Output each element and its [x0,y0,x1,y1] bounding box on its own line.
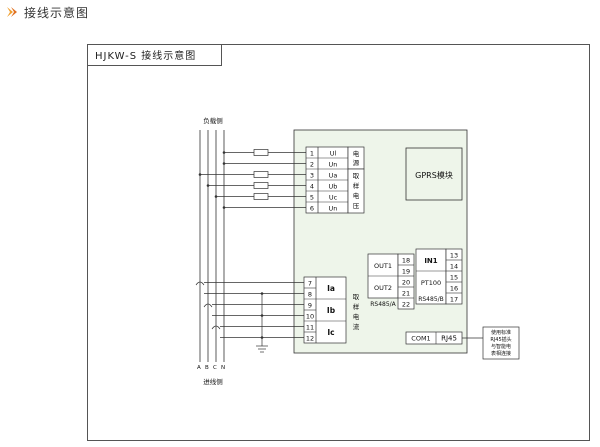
diagram-frame [87,44,590,441]
page-header: 接线示意图 [6,3,89,21]
rj45-label: RJ45 [441,335,457,343]
terminal-signal: Un [329,205,338,213]
diagram-title: HJKW-S 接线示意图 [87,44,222,66]
phase-label-n: N [221,365,225,371]
terminal-signal: Ib [327,306,336,315]
ct-coil-icon [203,303,213,308]
terminal-number: 7 [308,280,312,288]
ct-coil-icon [211,325,221,330]
rs485b-label: RS485/B [418,296,444,303]
terminal-number: 10 [306,313,314,321]
terminal-number: 3 [310,172,314,180]
fuse-icon [253,171,269,178]
voltage-label-char: 取 [353,172,360,180]
current-label-char: 电 [353,312,360,321]
terminal-number: 9 [308,302,312,310]
terminal-number: 6 [310,205,314,213]
terminal-number: 12 [306,335,314,343]
current-label-char: 流 [353,322,360,331]
terminal-signal: Un [329,161,338,169]
terminal-number: 15 [450,274,458,282]
terminal-number: 14 [450,263,458,271]
terminal-number: 19 [402,268,410,276]
output-terminal-labels: OUT1 OUT2 RS485/A 18 19 20 21 22 [370,257,410,309]
terminal-number: 18 [402,257,410,265]
ct-coil-icon [195,281,205,286]
power-label-char: 源 [353,158,360,167]
voltage-label-char: 压 [353,202,360,210]
current-label-char: 样 [353,302,360,311]
terminal-number: 21 [402,290,410,298]
voltage-label-char: 电 [353,191,360,200]
voltage-terminal-labels: 1 Ul 2 Un 3 Ua 4 Ub 5 Uc 6 Un 电 源 取 样 电 … [310,149,360,213]
output-terminal-block [367,253,415,310]
note-line: RJ45插头 [490,336,511,343]
terminal-number: 8 [308,291,312,299]
pt100-label: PT100 [421,279,441,287]
current-label-char: 取 [353,293,360,301]
phase-labels: A B C N [197,365,225,371]
voltage-wiring [200,149,306,208]
terminal-signal: Ul [330,150,337,158]
note-line: 与智能电 [491,343,511,350]
input-terminal-block [415,248,463,305]
phase-label-b: B [205,365,209,371]
page-title: 接线示意图 [24,5,90,20]
input-terminal-labels: IN1 PT100 RS485/B 13 14 15 16 17 [418,252,458,304]
junction-dots [198,151,226,209]
terminal-signal: Ua [329,172,338,180]
terminal-number: 11 [306,324,314,332]
terminal-number: 5 [310,194,314,202]
in1-label: IN1 [424,257,437,265]
terminal-signal: Ia [327,284,335,293]
terminal-number: 2 [310,161,314,169]
terminal-number: 22 [402,301,410,309]
fuse-icon [253,182,269,189]
gprs-label: GPRS模块 [415,170,453,180]
arrow-icon [7,7,17,17]
fuse-icon [253,193,269,200]
power-label-char: 电 [353,149,360,158]
current-junction-dots [260,292,264,339]
out1-label: OUT1 [374,262,392,270]
terminal-number: 1 [310,150,314,158]
terminal-signal: Uc [329,194,338,202]
note-line: 表相连接 [491,350,511,357]
terminal-number: 17 [450,296,458,304]
load-side-label: 负载侧 [203,116,223,125]
note-line: 使用标准 [491,329,511,336]
line-side-label: 进线侧 [203,377,223,386]
terminal-signal: Ic [327,328,334,337]
com1-port: COM1 RJ45 [405,331,463,345]
terminal-signal: Ub [329,183,338,191]
out2-label: OUT2 [374,284,392,292]
terminal-number: 13 [450,252,458,260]
current-terminal-block [303,276,347,344]
current-terminal-labels: 7 8 9 10 11 12 Ia Ib Ic 取 样 电 流 [306,280,360,343]
gprs-module [405,147,463,201]
phase-label-c: C [213,365,217,371]
current-wiring [195,281,304,353]
phase-lines [199,130,225,362]
voltage-label-char: 样 [353,181,360,190]
rs485a-label: RS485/A [370,301,396,308]
rj45-note: 使用标准 RJ45插头 与智能电 表相连接 [482,326,520,360]
com1-label: COM1 [411,335,430,343]
terminal-number: 20 [402,279,410,287]
voltage-terminal-block [305,146,365,214]
fuse-icon [253,149,269,156]
phase-label-a: A [197,365,201,371]
terminal-number: 16 [450,285,458,293]
terminal-number: 4 [310,183,314,191]
